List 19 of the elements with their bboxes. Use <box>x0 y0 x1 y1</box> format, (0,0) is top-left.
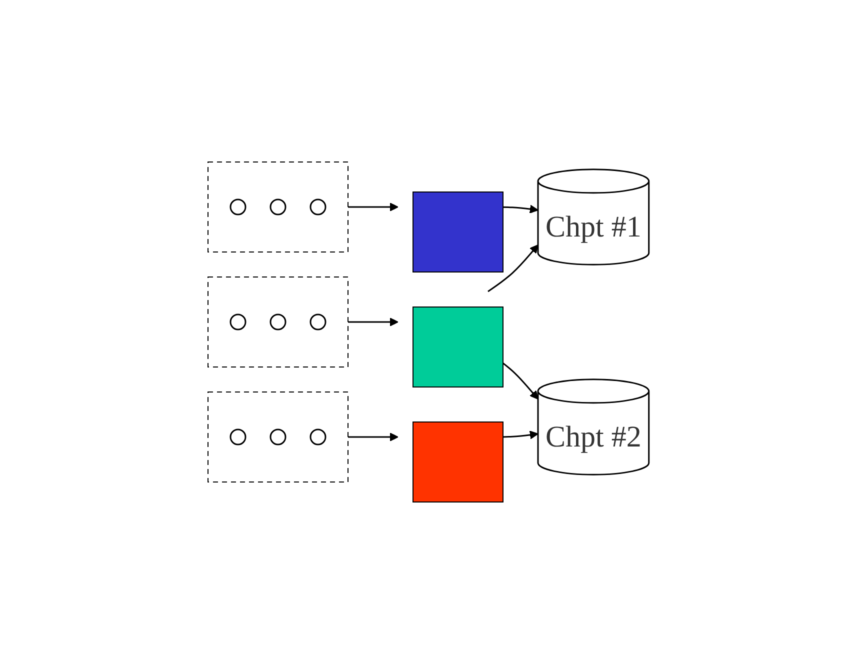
node-circle <box>269 428 286 446</box>
node-box <box>412 192 504 272</box>
node-circle <box>269 198 286 216</box>
node-circle <box>229 198 246 216</box>
node-circle <box>309 314 326 330</box>
node-circle <box>229 428 246 446</box>
node-circle <box>269 314 286 330</box>
node-circle <box>229 314 246 330</box>
arrow <box>348 202 398 212</box>
cluster <box>207 276 348 368</box>
arrow <box>348 318 398 326</box>
node-circle <box>309 198 326 216</box>
arrow <box>487 244 538 292</box>
node-box <box>412 422 504 502</box>
cluster <box>207 162 348 252</box>
arrow <box>348 432 398 442</box>
node-circle <box>309 428 326 446</box>
node-box <box>412 306 504 388</box>
cluster <box>207 392 348 482</box>
